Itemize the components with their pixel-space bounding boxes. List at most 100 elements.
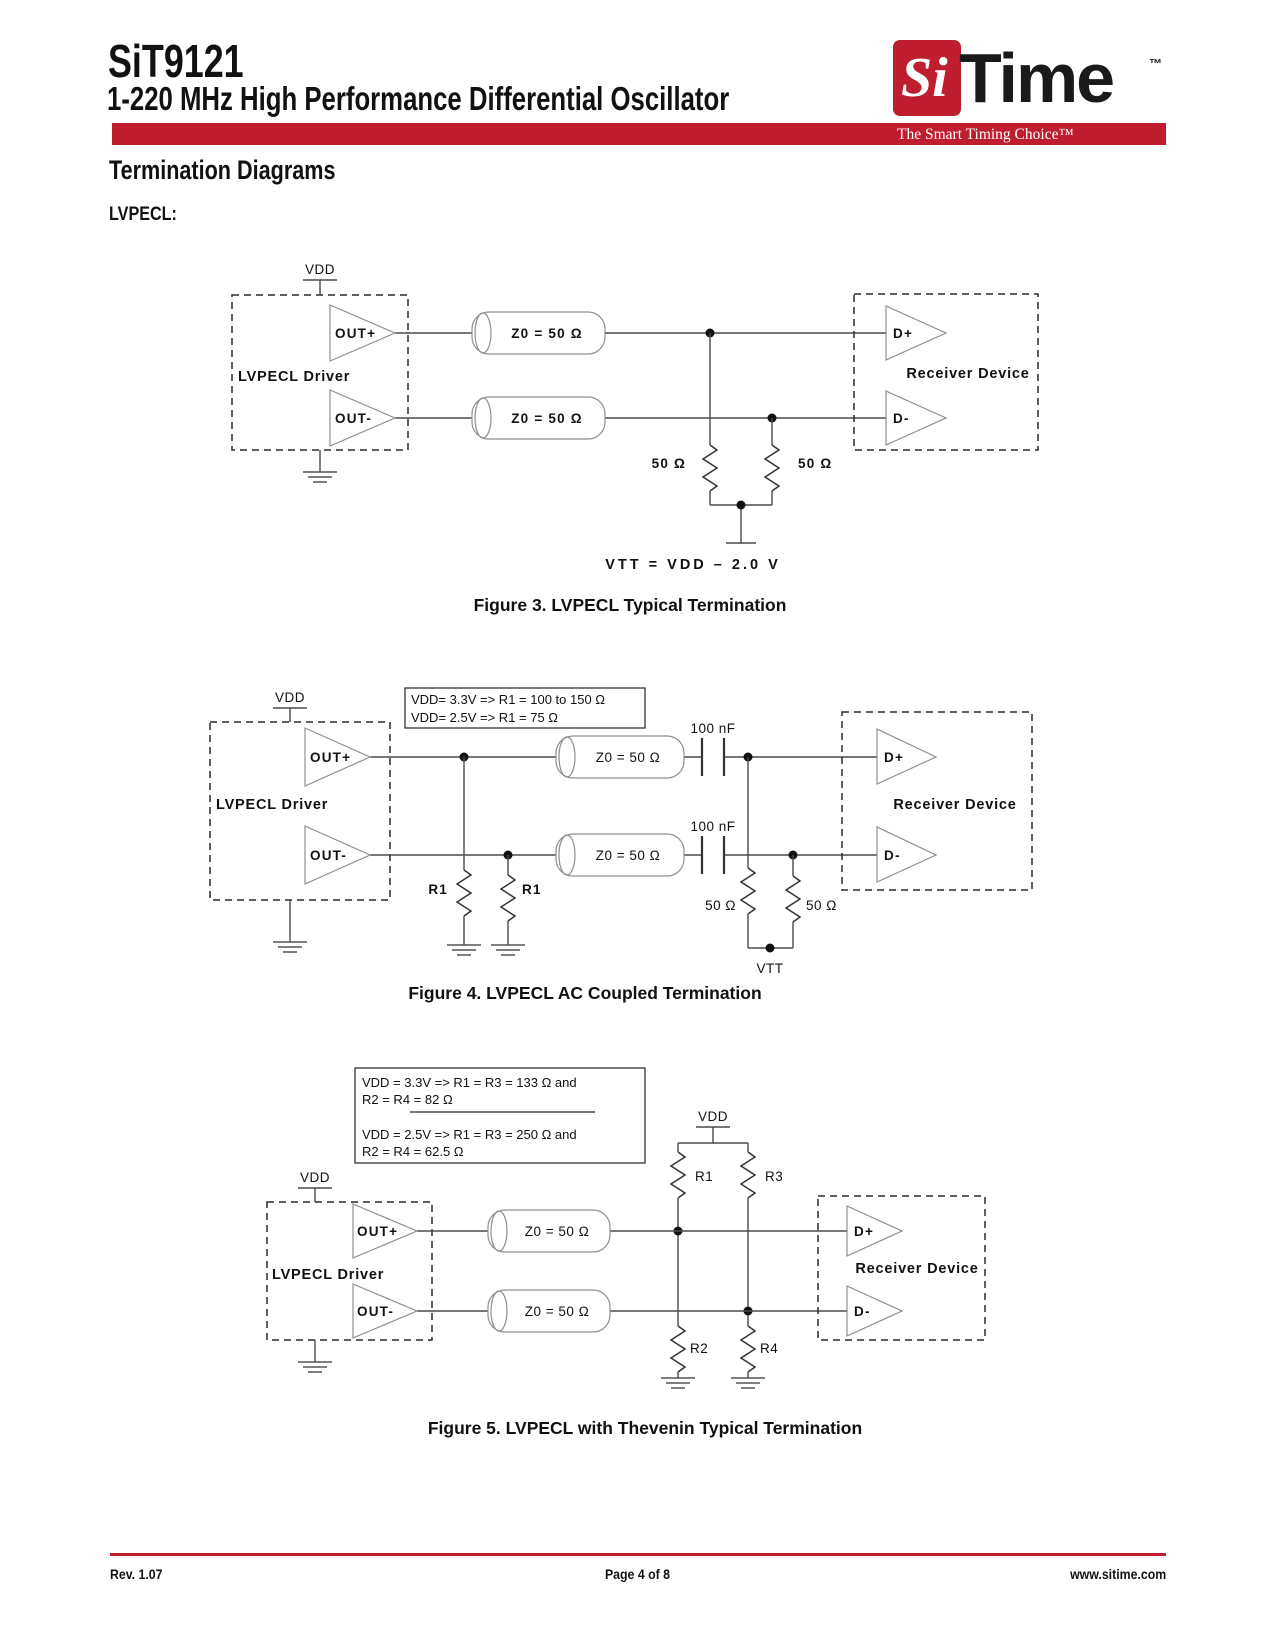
resistor-right-label: 50 Ω (798, 456, 832, 471)
capacitor-top-icon (700, 738, 726, 776)
ground-icon (303, 471, 337, 483)
resistor-left-label: 50 Ω (652, 456, 686, 471)
capacitor-bottom-label: 100 nF (690, 819, 735, 834)
transmission-line-top: Z0 = 50 Ω (555, 735, 685, 779)
page-number: Page 4 of 8 (604, 1566, 671, 1582)
vdd-label: VDD (300, 1170, 330, 1185)
d-minus-label: D- (893, 411, 910, 426)
ground-icon (661, 1377, 695, 1389)
d-plus-buffer-icon (876, 728, 938, 785)
z0-label: Z0 = 50 Ω (511, 411, 583, 426)
lvpecl-driver-box (266, 1201, 433, 1341)
d-plus-buffer-icon (885, 305, 948, 361)
d-minus-label: D- (884, 848, 901, 863)
out-minus-buffer-icon (329, 389, 397, 447)
vtt-node (710, 504, 772, 544)
note-box (404, 687, 646, 729)
lvpecl-driver-label: LVPECL Driver (238, 369, 350, 385)
transmission-line-top: Z0 = 50 Ω (487, 1209, 611, 1253)
note-line-1: VDD= 3.3V => R1 = 100 to 150 Ω (411, 692, 605, 707)
vdd-rail-icon (677, 1126, 749, 1152)
r50-right-icon (784, 875, 802, 923)
receiver-device-box (853, 293, 1039, 451)
part-number: SiT9121 (108, 35, 244, 87)
d-minus-buffer-icon (846, 1285, 904, 1337)
r50-right-label: 50 Ω (806, 898, 837, 913)
footer-rule (110, 1553, 1166, 1556)
d-plus-label: D+ (854, 1224, 874, 1239)
r1-left-label: R1 (428, 882, 448, 897)
note-line-2: VDD= 2.5V => R1 = 75 Ω (411, 710, 558, 725)
r50-left-icon (739, 867, 757, 915)
out-minus-label: OUT- (310, 848, 347, 863)
r50-left-label: 50 Ω (705, 898, 736, 913)
vdd-label: VDD (698, 1109, 728, 1124)
out-minus-label: OUT- (357, 1304, 394, 1319)
out-plus-buffer-icon (304, 727, 372, 787)
resistor-right-icon (763, 444, 781, 492)
junction-dot (765, 943, 775, 953)
r4-icon (739, 1325, 757, 1373)
vdd-rail-icon (298, 1187, 332, 1202)
out-plus-buffer-icon (352, 1203, 419, 1259)
website-link[interactable]: www.sitime.com (1069, 1566, 1166, 1582)
section-heading: Termination Diagrams (109, 155, 336, 185)
subsection-heading: LVPECL: (109, 204, 177, 225)
note-line-3: VDD = 2.5V => R1 = R3 = 250 Ω and (362, 1127, 577, 1142)
d-minus-buffer-icon (876, 826, 938, 883)
note-box (354, 1067, 646, 1164)
figure5-caption: Figure 5. LVPECL with Thevenin Typical T… (427, 1418, 863, 1438)
ground-icon (273, 941, 307, 953)
d-plus-label: D+ (893, 326, 913, 341)
figure3-diagram: VDD LVPECL Driver OUT+ OUT- Z0 = 50 Ω Z0… (231, 262, 1039, 573)
vtt-label: VTT (757, 961, 784, 976)
r2-icon (669, 1325, 687, 1373)
z0-label: Z0 = 50 Ω (596, 848, 661, 863)
junction-dot (736, 500, 746, 510)
out-plus-label: OUT+ (335, 326, 376, 341)
r1-left-icon (455, 869, 473, 917)
receiver-device-label: Receiver Device (855, 1261, 978, 1277)
out-plus-label: OUT+ (357, 1224, 398, 1239)
figure4-caption: Figure 4. LVPECL AC Coupled Termination (408, 983, 762, 1003)
d-plus-label: D+ (884, 750, 904, 765)
ground-icon (491, 944, 525, 956)
figure4-diagram: VDD LVPECL Driver OUT+ OUT- VDD= 3.3V =>… (209, 687, 1033, 976)
out-plus-label: OUT+ (310, 750, 351, 765)
sitime-logo-icon (893, 40, 961, 116)
transmission-line-bottom: Z0 = 50 Ω (487, 1289, 611, 1333)
z0-label: Z0 = 50 Ω (596, 750, 661, 765)
z0-label: Z0 = 50 Ω (525, 1304, 590, 1319)
r1-right-icon (499, 874, 517, 922)
capacitor-bottom-icon (700, 836, 726, 874)
brand-bar (112, 123, 1166, 145)
figure5-diagram: VDD = 3.3V => R1 = R3 = 133 Ω and R2 = R… (266, 1067, 986, 1389)
d-minus-label: D- (854, 1304, 871, 1319)
r3-icon (739, 1151, 757, 1199)
transmission-line-bottom: Z0 = 50 Ω (471, 396, 606, 440)
ground-icon (731, 1377, 765, 1389)
logo-trademark: ™ (1149, 56, 1162, 71)
page-title: 1-220 MHz High Performance Differential … (107, 80, 730, 117)
logo-time-text: Time (959, 39, 1115, 117)
lvpecl-driver-label: LVPECL Driver (216, 797, 328, 813)
out-minus-label: OUT- (335, 411, 372, 426)
r4-label: R4 (760, 1341, 778, 1356)
vdd-label: VDD (305, 262, 335, 277)
z0-label: Z0 = 50 Ω (525, 1224, 590, 1239)
out-minus-buffer-icon (352, 1283, 419, 1339)
logo-si-text: Si (901, 47, 948, 109)
note-line-1: VDD = 3.3V => R1 = R3 = 133 Ω and (362, 1075, 577, 1090)
ground-icon (447, 944, 481, 956)
vtt-label: VTT = VDD – 2.0 V (605, 557, 781, 573)
transmission-line-bottom: Z0 = 50 Ω (555, 833, 685, 877)
revision-label: Rev. 1.07 (110, 1566, 163, 1582)
lvpecl-driver-box (209, 721, 391, 901)
receiver-device-label: Receiver Device (893, 797, 1016, 813)
lvpecl-driver-label: LVPECL Driver (272, 1267, 384, 1283)
capacitor-top-label: 100 nF (690, 721, 735, 736)
r1-label: R1 (695, 1169, 713, 1184)
note-line-4: R2 = R4 = 62.5 Ω (362, 1144, 464, 1159)
z0-label: Z0 = 50 Ω (511, 326, 583, 341)
